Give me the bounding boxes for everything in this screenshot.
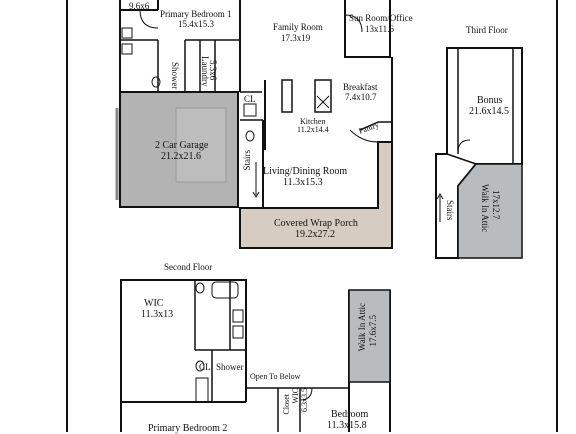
third-floor-title: Third Floor (466, 25, 508, 35)
primary-bedroom-1-name: Primary Bedroom 1 (160, 9, 232, 19)
bedroom-dim: 11.3x15.8 (327, 420, 367, 431)
primary-bedroom-1-dim: 15.4x15.3 (178, 19, 214, 29)
wic-dim: 11.3x13 (141, 309, 174, 320)
sun-room-name: Sun Room/Office (349, 13, 413, 23)
open-to-below-label: Open To Below (250, 372, 301, 381)
breakfast-dim: 7.4x10.7 (345, 92, 377, 102)
second-floor-title: Second Floor (164, 262, 213, 272)
family-room-dim: 17.3x19 (281, 33, 311, 43)
bedroom-name: Bedroom (331, 409, 369, 420)
garage-name: 2 Car Garage (155, 140, 209, 151)
second-floor-shower: Shower (216, 362, 244, 372)
bonus-dim: 21.6x14.5 (469, 106, 509, 117)
kitchen-dim: 11.2x14.4 (297, 125, 329, 134)
third-floor-attic-dim: 17x12.7 (491, 190, 501, 220)
third-floor-attic-name: Walk In Attic (480, 184, 490, 233)
family-room-name: Family Room (273, 22, 323, 32)
bonus-name: Bonus (477, 95, 503, 106)
first-floor-stairs-label: Stairs (242, 150, 252, 171)
third-floor-stairs-label: Stairs (445, 200, 455, 221)
third-floor-plan (435, 47, 523, 259)
shower-label: Shower (170, 62, 180, 90)
kitchen-name: Kitchen (300, 117, 326, 126)
second-floor-plan (120, 279, 391, 432)
wic-name: WIC (144, 298, 164, 309)
second-floor-attic-name: Walk In Attic (357, 303, 367, 352)
wic-top-dim: 9.6x6 (129, 1, 150, 11)
porch-dim: 19.2x27.2 (295, 229, 335, 240)
second-floor-attic-dim: 17.6x7.5 (368, 315, 378, 347)
second-floor-closet-cl: CL (199, 362, 211, 372)
second-floor-attic (348, 289, 391, 383)
breakfast-name: Breakfast (343, 82, 378, 92)
laundry-name: Laundry (200, 56, 210, 87)
porch-name: Covered Wrap Porch (274, 218, 358, 229)
first-floor-plan (115, 0, 393, 249)
sun-room-dim: 13x11.6 (365, 24, 394, 34)
closet-cl-label: CL (244, 94, 256, 104)
living-dining-dim: 11.3x15.3 (283, 177, 323, 188)
third-floor-attic (457, 163, 523, 259)
laundry-dim: 5.3x6 (208, 60, 218, 81)
wic-small-dim: 6.3x3.5 (300, 388, 309, 412)
living-dining-name: Living/Dining Room (263, 166, 348, 177)
primary-bedroom-2-name: Primary Bedroom 2 (148, 423, 228, 434)
garage-dim: 21.2x21.6 (161, 151, 201, 162)
